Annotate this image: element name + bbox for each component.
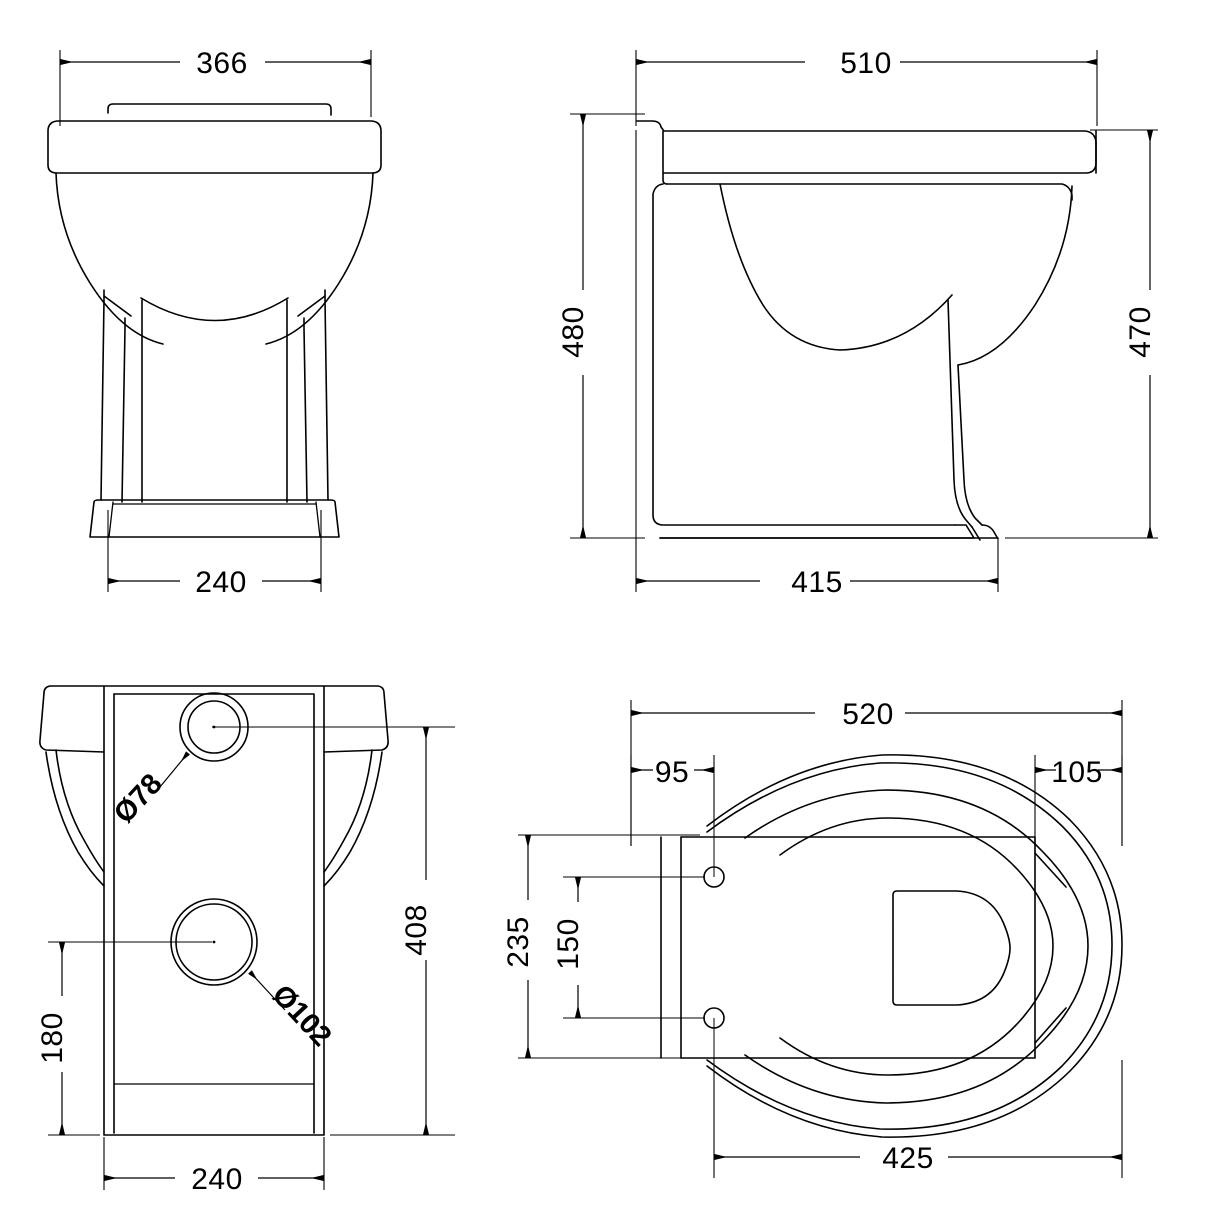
side-dimension-510: 510 [635, 47, 1098, 126]
side-depth-label: 510 [840, 47, 892, 80]
rear-dimension-dia78: Ø78 [108, 751, 191, 830]
rear-dimension-240: 240 [103, 1137, 325, 1196]
front-width-base-label: 240 [195, 566, 247, 599]
rear-dimension-180: 180 [36, 941, 212, 1136]
rear-elevation-geometry [39, 685, 389, 1136]
rear-dimension-408: 408 [212, 726, 455, 1136]
side-dimension-480: 480 [557, 113, 645, 539]
plan-dimension-425: 425 [713, 1060, 1123, 1178]
front-dimension-366: 366 [59, 47, 372, 126]
plan-rear-offset-right-label: 105 [1051, 756, 1103, 789]
rear-height-label: 408 [400, 904, 433, 956]
plan-dimension-520: 520 [630, 698, 1123, 846]
side-base-depth-label: 415 [791, 566, 843, 599]
front-dimension-240: 240 [107, 510, 322, 599]
side-height-right-label: 470 [1124, 306, 1157, 358]
rear-outlet-dia-label: Ø102 [266, 979, 338, 1053]
plan-view-geometry [660, 754, 1123, 1138]
plan-depth-label: 520 [842, 698, 894, 731]
plan-dimension-105: 105 [1034, 755, 1123, 852]
rear-inlet-dia-label: Ø78 [108, 768, 169, 830]
side-elevation-geometry [636, 120, 1097, 541]
front-width-top-label: 366 [196, 47, 248, 80]
plan-width-label: 235 [502, 916, 535, 968]
plan-dimension-235: 235 [502, 834, 700, 1059]
plan-fixing-centres-label: 150 [552, 918, 585, 970]
plan-bowl-depth-label: 425 [882, 1142, 934, 1175]
side-dimension-470: 470 [1005, 129, 1158, 539]
rear-width-label: 240 [191, 1163, 243, 1196]
plan-fixing-offset-left-label: 95 [655, 756, 689, 789]
side-dimension-415: 415 [635, 130, 999, 599]
front-elevation-geometry [47, 103, 382, 538]
plan-dimension-95: 95 [630, 755, 715, 846]
rear-outlet-height-label: 180 [36, 1012, 69, 1064]
side-height-left-label: 480 [557, 306, 590, 358]
plan-dimension-150: 150 [552, 876, 705, 1019]
